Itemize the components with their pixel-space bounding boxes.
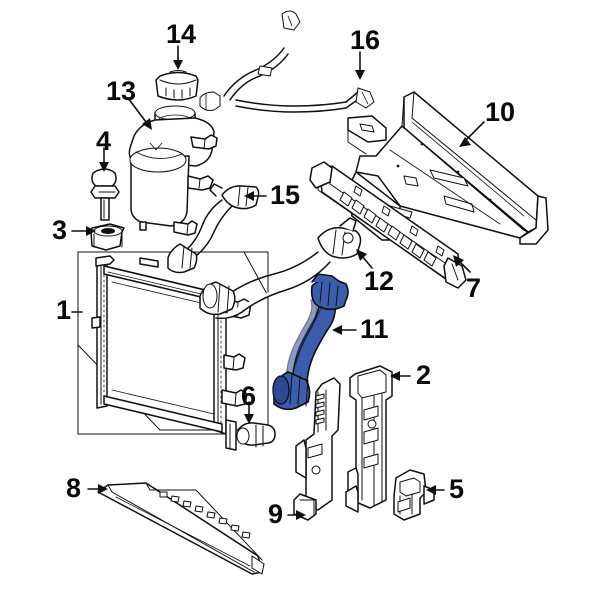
part-coolant-reservoir — [128, 105, 218, 236]
part-reservoir-cap — [155, 70, 199, 101]
part-retainer-clip — [393, 469, 435, 521]
part-radiator-coolant-hose-highlighted — [272, 273, 349, 411]
callout-label-2: 2 — [416, 360, 432, 390]
part-radiator-drain-plug — [236, 422, 276, 448]
callout-label-6: 6 — [241, 381, 257, 411]
leader-lines — [71, 45, 485, 520]
callout-label-10: 10 — [485, 97, 516, 127]
callout-label-12: 12 — [364, 266, 395, 296]
callout-label-7: 7 — [466, 273, 482, 303]
part-upper-coolant-hose — [167, 183, 260, 274]
callout-label-8: 8 — [66, 473, 82, 503]
callout-label-9: 9 — [268, 499, 284, 529]
part-radiator — [77, 251, 269, 451]
part-radiator-support-bracket — [345, 365, 393, 513]
part-upper-crossmember — [309, 161, 467, 289]
part-reservoir-grommet — [90, 223, 125, 251]
part-coolant-level-sensor — [90, 168, 120, 221]
callout-label-5: 5 — [449, 474, 465, 504]
callout-label-13: 13 — [106, 76, 137, 106]
part-air-deflector — [97, 482, 265, 575]
callout-label-16: 16 — [350, 25, 381, 55]
part-lower-radiator-hose — [199, 217, 362, 320]
callout-label-1: 1 — [56, 295, 72, 325]
callout-label-14: 14 — [166, 19, 197, 49]
callout-label-11: 11 — [360, 314, 389, 344]
callout-label-4: 4 — [96, 126, 112, 156]
part-washer-hose-assembly — [199, 10, 375, 113]
callout-label-15: 15 — [270, 180, 301, 210]
callout-label-3: 3 — [52, 215, 68, 245]
